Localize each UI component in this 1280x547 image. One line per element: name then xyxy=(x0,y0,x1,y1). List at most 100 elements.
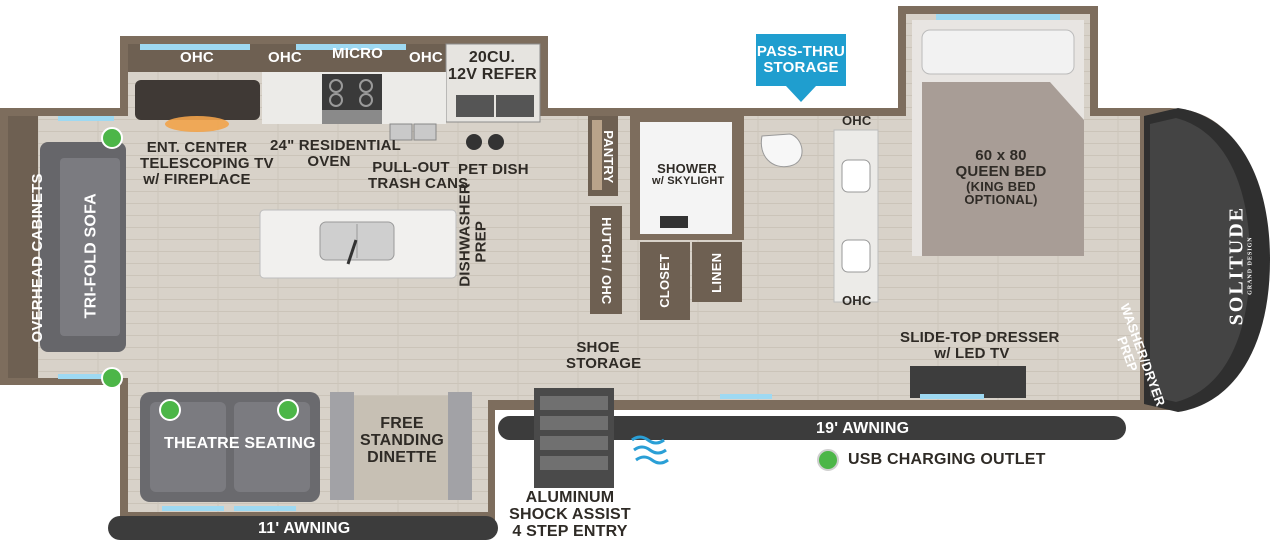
closet xyxy=(640,242,690,320)
window xyxy=(720,394,772,399)
label-ent-line3: w/ FIREPLACE xyxy=(143,170,251,188)
label-trash-line2: TRASH CANS xyxy=(368,174,469,192)
label-linen: LINEN xyxy=(709,252,725,293)
label-micro: MICRO xyxy=(332,45,383,62)
label-bed-size: 60 x 80 xyxy=(975,147,1027,164)
linen xyxy=(692,242,742,302)
label-refer: 20CU. 12V REFER xyxy=(448,49,537,84)
usb-outlet-icon xyxy=(101,367,123,389)
step xyxy=(540,456,608,470)
hutch xyxy=(590,206,622,314)
pass-thru-callout xyxy=(756,34,846,102)
brand-logo-subtext: GRAND DESIGN xyxy=(1247,236,1254,295)
label-ent-center: ENT. CENTER TELESCOPING TV w/ FIREPLACE xyxy=(140,139,274,188)
label-oven-line1: 24" RESIDENTIAL xyxy=(270,137,401,154)
vanity-sink xyxy=(841,239,871,273)
awning-11 xyxy=(108,516,498,540)
label-entry-line2: SHOCK ASSIST xyxy=(509,505,631,523)
label-bed-type: QUEEN BED xyxy=(955,162,1047,180)
front-cap-panel xyxy=(1150,118,1250,402)
label-dishwasher-line2: PREP xyxy=(472,220,489,263)
label-dishwasher-line1: DISHWASHER xyxy=(456,183,474,287)
burner xyxy=(329,93,343,107)
label-oven-line2: OVEN xyxy=(307,152,351,170)
label-pass-thru: PASS-THRU STORAGE xyxy=(756,44,846,76)
label-shower-line2: w/ SKYLIGHT xyxy=(652,174,725,187)
label-closet: CLOSET xyxy=(657,253,673,308)
label-theatre: THEATRE SEATING xyxy=(164,435,316,452)
label-shower: SHOWER w/ SKYLIGHT xyxy=(652,161,725,187)
pet-dish xyxy=(488,134,504,150)
window xyxy=(234,506,296,511)
label-trash: PULL-OUT TRASH CANS xyxy=(368,160,469,192)
label-refer-line2: 12V REFER xyxy=(448,65,537,83)
window xyxy=(296,44,406,50)
label-shoe-line2: STORAGE xyxy=(566,354,642,372)
vanity xyxy=(833,129,879,303)
pantry-shelves xyxy=(592,120,602,190)
entertainment-center xyxy=(135,80,260,120)
label-dinette-line1: FREE xyxy=(380,415,424,432)
trash-can xyxy=(413,123,437,141)
faucet xyxy=(346,239,358,265)
label-ohc-bath-bottom: OHC xyxy=(842,293,872,308)
label-usb-legend: USB CHARGING OUTLET xyxy=(848,451,1046,468)
bed-pillows xyxy=(921,29,1075,75)
label-shoe-storage: SHOE STORAGE xyxy=(566,339,642,372)
label-ent-line2: TELESCOPING TV xyxy=(140,154,274,172)
dinette-bench-left xyxy=(330,392,354,500)
label-ent-line1: ENT. CENTER xyxy=(146,139,248,156)
label-bed-option1: (KING BED xyxy=(966,178,1036,194)
brand-logo: SOLITUDE GRAND DESIGN xyxy=(1225,205,1254,326)
dresser xyxy=(910,366,1026,398)
label-dishwasher: DISHWASHER PREP xyxy=(456,183,489,287)
label-dinette-line2: STANDING xyxy=(360,431,444,449)
label-dresser-line2: w/ LED TV xyxy=(934,344,1010,362)
window xyxy=(58,374,114,379)
burner xyxy=(359,93,373,107)
theatre-seat-left xyxy=(150,402,226,492)
pet-dish xyxy=(466,134,482,150)
label-shoe-line1: SHOE xyxy=(576,339,620,356)
label-hutch: HUTCH / OHC xyxy=(598,217,614,305)
sofa-cushion xyxy=(60,158,120,336)
theatre-seat-right xyxy=(234,402,310,492)
refer-door-left xyxy=(456,95,494,117)
shower xyxy=(640,122,732,234)
label-entry-line1: ALUMINUM xyxy=(525,489,615,506)
window xyxy=(936,14,1060,20)
window xyxy=(58,116,114,121)
label-pass-thru-line2: STORAGE xyxy=(763,58,839,76)
toilet xyxy=(760,133,803,168)
label-entry: ALUMINUM SHOCK ASSIST 4 STEP ENTRY xyxy=(508,489,632,540)
label-pantry: PANTRY xyxy=(600,130,616,184)
window xyxy=(162,506,224,511)
step xyxy=(540,436,608,450)
step xyxy=(540,396,608,410)
label-dresser-line1: SLIDE-TOP DRESSER xyxy=(900,329,1060,346)
awning-19 xyxy=(498,416,1126,440)
usb-legend-icon xyxy=(817,449,839,471)
oven xyxy=(322,110,382,124)
brand-logo-text: SOLITUDE xyxy=(1225,205,1248,326)
label-ohc-living: OHC xyxy=(180,49,214,66)
fireplace-glow xyxy=(165,116,229,132)
label-refer-line1: 20CU. xyxy=(468,49,516,66)
shower-seat xyxy=(660,216,688,228)
label-pass-thru-line1: PASS-THRU xyxy=(756,43,846,60)
label-bed: 60 x 80 QUEEN BED (KING BED OPTIONAL) xyxy=(936,148,1066,207)
trash-can xyxy=(389,123,413,141)
label-entry-line3: 4 STEP ENTRY xyxy=(512,522,628,540)
label-ohc-right: OHC xyxy=(409,49,443,66)
label-pet-dish: PET DISH xyxy=(458,161,529,178)
usb-outlet-icon xyxy=(277,399,299,421)
dinette-table xyxy=(354,396,448,500)
label-sofa: TRI-FOLD SOFA xyxy=(82,193,100,319)
label-shower-line1: SHOWER xyxy=(657,161,717,176)
label-ohc-bath-top: OHC xyxy=(842,113,872,128)
usb-outlet-icon xyxy=(101,127,123,149)
label-awning-11: 11' AWNING xyxy=(258,520,351,537)
burner xyxy=(329,79,343,93)
